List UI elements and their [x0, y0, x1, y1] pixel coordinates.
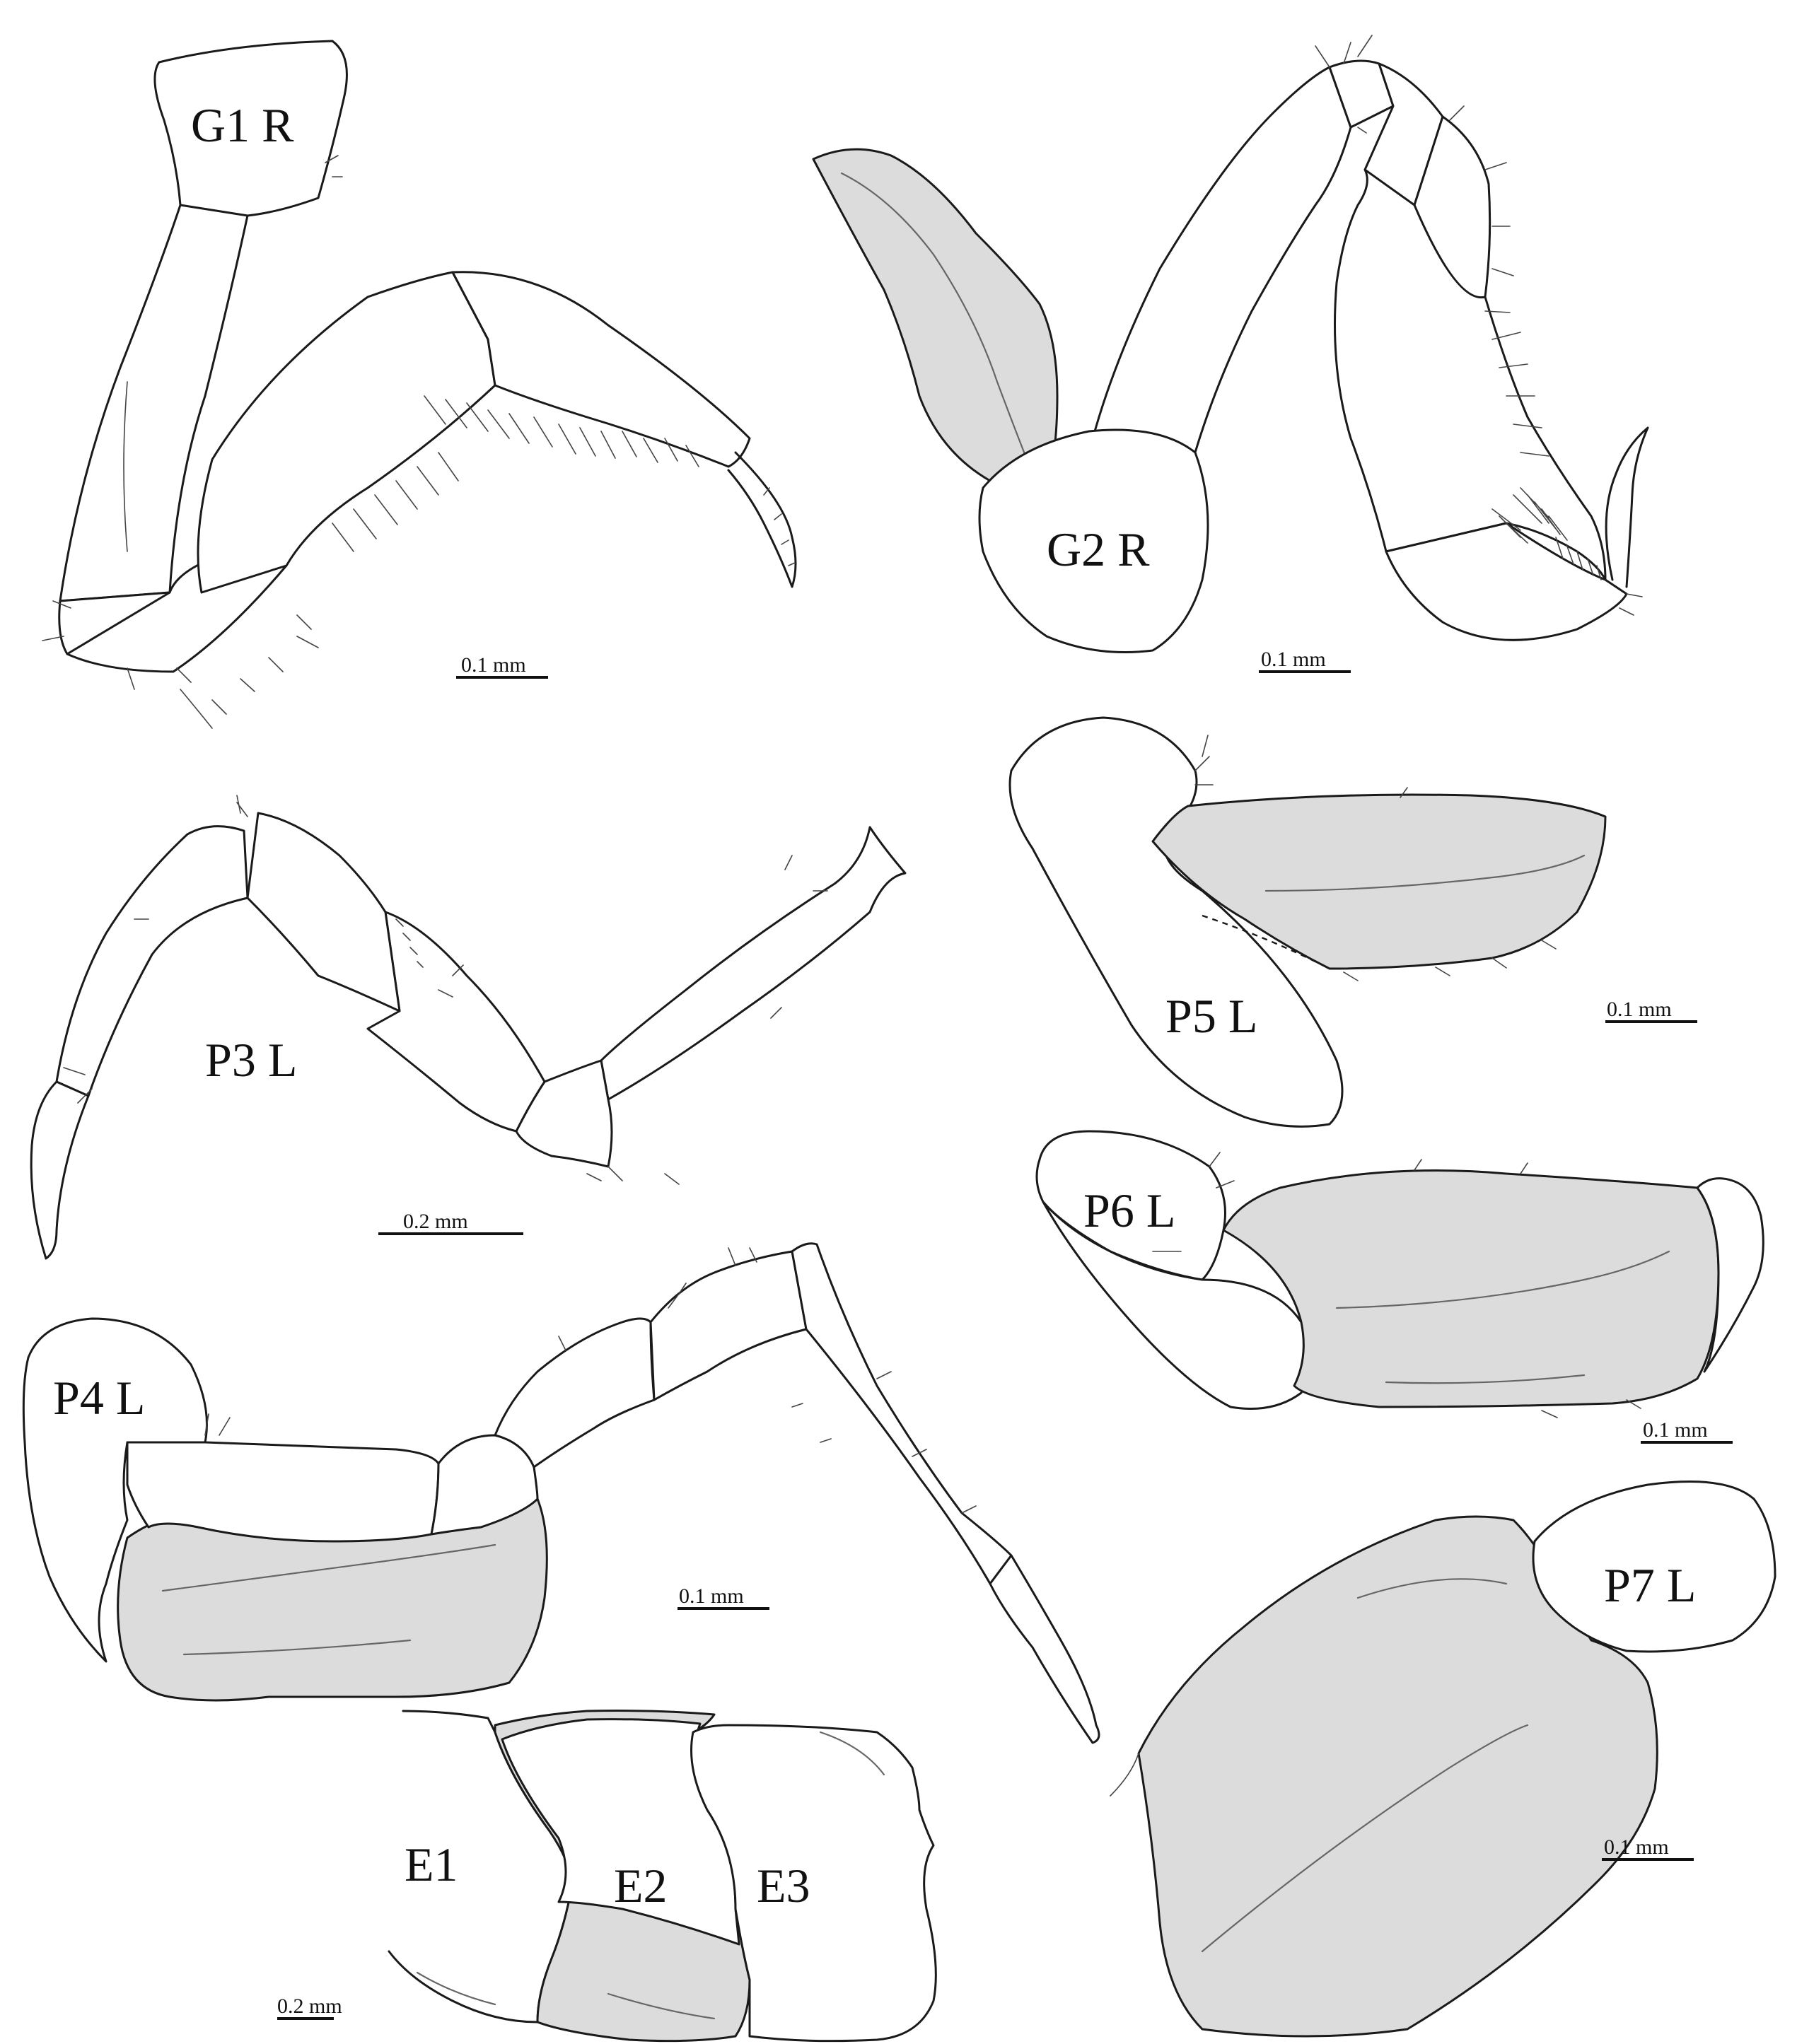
- g1-basis-inner-line: [123, 381, 128, 552]
- p3-basis: [600, 826, 907, 1101]
- p3-label: P3 L: [205, 1033, 297, 1087]
- g2-coxa: [978, 428, 1209, 653]
- p6-scale-label: 0.1 mm: [1643, 1418, 1708, 1442]
- p3-dactylus: [30, 1080, 90, 1260]
- p3-scale-label: 0.2 mm: [403, 1210, 468, 1233]
- p4-label: P4 L: [53, 1371, 145, 1425]
- g2-palm: [1385, 522, 1628, 641]
- p4-coxa: [22, 1317, 208, 1663]
- p4-dactylus: [989, 1554, 1100, 1744]
- p4-propodus: [791, 1242, 1013, 1585]
- p3-carpus: [246, 812, 401, 1012]
- p4-merus: [494, 1317, 656, 1468]
- p7-scale-label: 0.1 mm: [1604, 1835, 1669, 1859]
- e1-label: E1: [405, 1838, 458, 1891]
- gnathopod-1-right: G1 R 0.1 mm: [42, 40, 797, 729]
- p4-carpus: [649, 1250, 808, 1401]
- epimeron-2-margin: [607, 1992, 716, 2020]
- g2-basis: [1088, 66, 1352, 454]
- g2-scale-label: 0.1 mm: [1261, 648, 1326, 671]
- p7-label: P7 L: [1604, 1558, 1696, 1612]
- p5-setae: [1194, 735, 1557, 981]
- p3-merus-teeth: [395, 918, 424, 968]
- p6-basis: [1222, 1169, 1720, 1408]
- g1-label: G1 R: [191, 98, 294, 152]
- p4-basis: [126, 1441, 440, 1543]
- p6-label: P6 L: [1083, 1184, 1175, 1237]
- pereopod-7-left: P7 L 0.1 mm: [1110, 1481, 1776, 2038]
- pereopod-4-left: P4 L 0.1 mm: [22, 1242, 1100, 1744]
- p5-basis: [1151, 793, 1607, 970]
- epimera-scale-label: 0.2 mm: [277, 1995, 342, 2018]
- g1-dactylus: [727, 451, 797, 588]
- g2-setae: [1315, 35, 1643, 616]
- epimeron-3: [690, 1724, 937, 2043]
- p5-dashed-margin: [1202, 914, 1323, 966]
- g1-coxa: [153, 40, 348, 217]
- epimeron-1-margin: [416, 1971, 496, 2006]
- g1-carpus: [197, 271, 496, 594]
- p7-basis: [1137, 1515, 1658, 2038]
- p6-ischium: [1696, 1177, 1764, 1373]
- p5-scale-label: 0.1 mm: [1607, 998, 1672, 1021]
- g2-label: G2 R: [1047, 522, 1150, 576]
- p3-propodus: [55, 825, 249, 1097]
- pereopod-5-left: P5 L 0.1 mm: [1008, 716, 1697, 1128]
- pereopod-6-left: P6 L 0.1 mm: [1035, 1130, 1764, 1444]
- g2-dactylus: [1605, 426, 1649, 588]
- g2-gill: [812, 148, 1059, 491]
- p5-label: P5 L: [1165, 989, 1257, 1043]
- g1-scale-label: 0.1 mm: [461, 653, 526, 677]
- epimeral-plates: E1 E2 E3 0.2 mm: [277, 1710, 937, 2043]
- p6-setae: [1152, 1152, 1641, 1418]
- p7-coxa: [1532, 1481, 1776, 1653]
- e3-label: E3: [757, 1859, 810, 1912]
- p4-setae: [204, 1247, 977, 1514]
- gnathopod-2-right: G2 R 0.1 mm: [812, 35, 1649, 673]
- p3-setae: [63, 795, 828, 1185]
- epimeron-3-margin: [819, 1731, 885, 1776]
- g1-propodus: [451, 271, 751, 468]
- p5-coxa: [1008, 716, 1344, 1128]
- p3-merus: [366, 911, 546, 1133]
- pereopod-3-left: P3 L 0.2 mm: [30, 795, 907, 1260]
- p7-seta: [1110, 1753, 1139, 1797]
- p4-scale-label: 0.1 mm: [679, 1584, 744, 1608]
- g1-setae: [42, 155, 796, 729]
- e2-label: E2: [614, 1859, 668, 1912]
